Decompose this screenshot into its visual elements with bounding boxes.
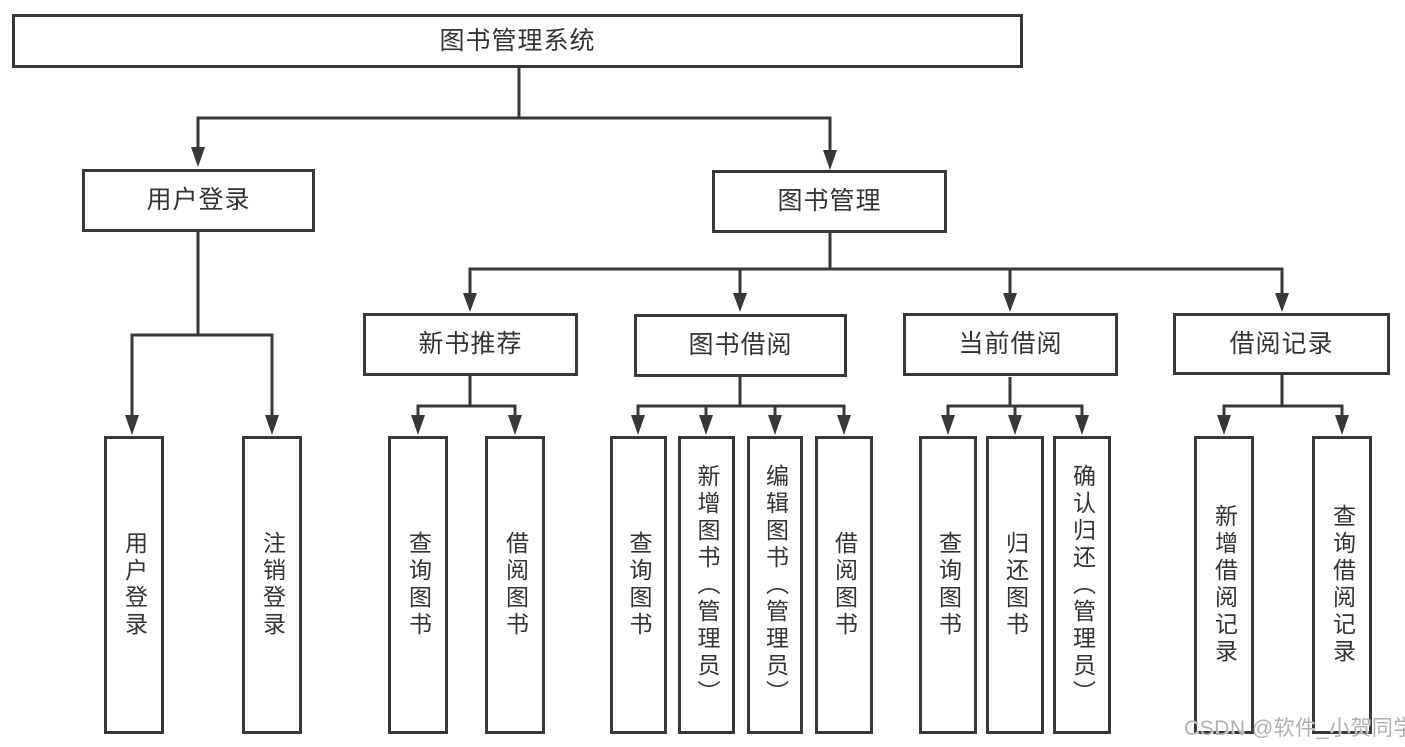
- arrowhead: [733, 293, 747, 312]
- node-user-login: 用户登录: [82, 169, 315, 232]
- watermark-csdn: CSDN @软件_小贺同学: [1184, 717, 1405, 740]
- leaf-logout: 注销登录: [242, 436, 302, 734]
- leaf-borrowing-add-books-admin: 新增图书（管理员）: [678, 436, 735, 734]
- node-current-borrowing: 当前借阅: [903, 313, 1118, 376]
- arrowhead: [631, 415, 645, 435]
- arrowhead: [823, 150, 837, 170]
- arrowhead: [837, 415, 851, 435]
- leaf-current-query-books: 查询图书: [919, 436, 977, 734]
- arrowhead: [265, 415, 279, 435]
- leaf-newbook-borrow-books: 借阅图书: [485, 436, 545, 734]
- leaf-borrowing-borrow-books: 借阅图书: [815, 436, 873, 734]
- node-new-book-recommendation: 新书推荐: [363, 313, 578, 376]
- leaf-current-confirm-return-admin: 确认归还（管理员）: [1053, 436, 1111, 734]
- arrowhead: [1075, 415, 1089, 435]
- arrowhead: [411, 415, 425, 435]
- leaf-user-login: 用户登录: [104, 436, 164, 734]
- connector-records-to-leaves: [1222, 375, 1344, 418]
- arrowheads: [125, 147, 1349, 435]
- connector-current-to-leaves: [946, 377, 1084, 418]
- arrowhead: [191, 147, 205, 167]
- arrowhead: [1008, 415, 1022, 435]
- arrowhead: [1275, 293, 1289, 312]
- leaf-borrowing-edit-books-admin: 编辑图书（管理员）: [747, 436, 803, 734]
- leaf-records-add-record: 新增借阅记录: [1194, 436, 1254, 734]
- arrowhead: [699, 415, 713, 435]
- arrowhead: [1335, 415, 1349, 435]
- arrowhead: [463, 293, 477, 312]
- leaf-current-return-books: 归还图书: [986, 436, 1044, 734]
- connector-bookmgmt-to-level3: [468, 233, 1284, 295]
- leaf-borrowing-query-books: 查询图书: [610, 436, 667, 734]
- arrowhead: [941, 415, 955, 435]
- leaf-newbook-query-books: 查询图书: [388, 436, 448, 734]
- arrowhead: [125, 415, 139, 435]
- connector-borrowing-to-leaves: [636, 377, 846, 418]
- arrowhead: [1003, 293, 1017, 312]
- arrowhead: [1217, 415, 1231, 435]
- arrowhead: [508, 415, 522, 435]
- arrowhead: [768, 415, 782, 435]
- node-book-borrowing: 图书借阅: [634, 314, 847, 377]
- node-book-management: 图书管理: [712, 170, 947, 233]
- node-borrowing-records: 借阅记录: [1173, 313, 1390, 375]
- connector-root-to-level2: [196, 68, 832, 153]
- node-library-management-system: 图书管理系统: [12, 14, 1023, 68]
- connector-userlogin-to-leaves: [130, 232, 274, 418]
- connector-newbook-to-leaves: [416, 376, 517, 418]
- leaf-records-query-record: 查询借阅记录: [1312, 436, 1372, 734]
